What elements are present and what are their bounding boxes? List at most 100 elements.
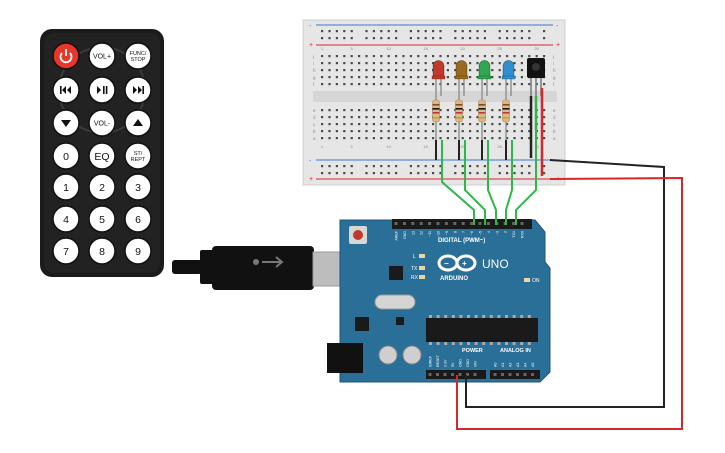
column-number: 20 bbox=[460, 46, 465, 51]
remote-button-face[interactable] bbox=[124, 237, 152, 265]
header-pin[interactable] bbox=[451, 373, 454, 376]
wire-signal-amber-led bbox=[464, 140, 486, 225]
row-letter: h bbox=[553, 68, 556, 73]
header-pin[interactable] bbox=[493, 373, 497, 376]
row-letter: a bbox=[553, 136, 556, 141]
remote-button-play-pause[interactable] bbox=[88, 76, 116, 104]
remote-button-vol-up[interactable]: VOL+ bbox=[88, 42, 116, 70]
column-number: 30 bbox=[534, 46, 539, 51]
remote-button-label: 4 bbox=[63, 214, 69, 226]
remote-button-eq[interactable]: EQ bbox=[88, 142, 116, 170]
remote-button-face[interactable] bbox=[52, 142, 80, 170]
remote-button-power[interactable] bbox=[52, 42, 80, 70]
rail-minus-label-top: - bbox=[309, 23, 312, 30]
remote-button-face[interactable] bbox=[88, 173, 116, 201]
remote-button-label: FUNC/ bbox=[130, 51, 147, 57]
header-pin[interactable] bbox=[470, 222, 474, 225]
header-pin[interactable] bbox=[466, 373, 469, 376]
remote-button-face[interactable] bbox=[52, 205, 80, 233]
header-pin[interactable] bbox=[428, 222, 432, 225]
remote-button-face[interactable] bbox=[52, 237, 80, 265]
row-letter: f bbox=[553, 82, 555, 87]
remote-button-three[interactable]: 3 bbox=[124, 173, 152, 201]
usb-metal-plug bbox=[312, 251, 342, 287]
usb-plug-housing bbox=[212, 246, 314, 290]
row-letter: c bbox=[553, 122, 556, 127]
header-pin[interactable] bbox=[458, 373, 462, 376]
remote-button-face[interactable] bbox=[88, 237, 116, 265]
skip-back-icon bbox=[60, 86, 71, 94]
header-pin[interactable] bbox=[478, 222, 482, 225]
remote-button-label: 1 bbox=[63, 182, 69, 194]
digital-pin-label: 7 bbox=[462, 231, 466, 233]
header-pin[interactable] bbox=[486, 222, 490, 225]
header-pin[interactable] bbox=[394, 222, 398, 225]
remote-button-face[interactable] bbox=[124, 142, 152, 170]
remote-button-face[interactable] bbox=[88, 109, 116, 137]
remote-button-one[interactable]: 1 bbox=[52, 173, 80, 201]
header-pin[interactable] bbox=[473, 373, 477, 376]
power-header bbox=[426, 370, 486, 379]
row-letter: d bbox=[313, 115, 316, 120]
remote-button-vol-down[interactable]: VOL- bbox=[88, 109, 116, 137]
remote-button-next[interactable] bbox=[124, 76, 152, 104]
led-blue bbox=[501, 60, 516, 92]
header-pin[interactable] bbox=[523, 373, 527, 376]
remote-button-prev[interactable] bbox=[52, 76, 80, 104]
remote-button-four[interactable]: 4 bbox=[52, 205, 80, 233]
resistor-1 bbox=[432, 88, 442, 160]
remote-button-label: EQ bbox=[94, 151, 109, 163]
remote-button-label: VOL- bbox=[94, 121, 111, 128]
header-pin[interactable] bbox=[520, 222, 524, 225]
header-pin[interactable] bbox=[411, 222, 415, 225]
remote-button-face[interactable] bbox=[88, 76, 116, 104]
remote-button-face[interactable] bbox=[124, 205, 152, 233]
remote-button-face[interactable] bbox=[88, 42, 116, 70]
remote-button-five[interactable]: 5 bbox=[88, 205, 116, 233]
header-pin[interactable] bbox=[402, 222, 406, 225]
logo-loop-right bbox=[455, 254, 477, 272]
remote-button-up[interactable] bbox=[124, 109, 152, 137]
header-pin[interactable] bbox=[461, 222, 465, 225]
header-pin[interactable] bbox=[512, 222, 516, 225]
reset-button-cap[interactable] bbox=[353, 230, 363, 240]
digital-pin-label: ~9 bbox=[445, 231, 449, 235]
remote-button-face[interactable] bbox=[124, 173, 152, 201]
header-pin[interactable] bbox=[501, 373, 504, 376]
digital-pin-label: ~3 bbox=[495, 231, 499, 235]
header-pin[interactable] bbox=[436, 373, 439, 376]
remote-button-zero[interactable]: 0 bbox=[52, 142, 80, 170]
header-pin[interactable] bbox=[419, 222, 423, 225]
header-pin[interactable] bbox=[453, 222, 457, 225]
remote-button-face[interactable] bbox=[88, 142, 116, 170]
remote-button-func-stop[interactable]: FUNC/STOP bbox=[124, 42, 152, 70]
rail-minus-label-top-right: - bbox=[556, 23, 559, 30]
remote-button-nine[interactable]: 9 bbox=[124, 237, 152, 265]
header-pin[interactable] bbox=[428, 373, 432, 376]
remote-button-eight[interactable]: 8 bbox=[88, 237, 116, 265]
remote-button-seven[interactable]: 7 bbox=[52, 237, 80, 265]
header-pin[interactable] bbox=[436, 222, 440, 225]
header-pin[interactable] bbox=[508, 373, 512, 376]
power-pin-label: RESET bbox=[436, 354, 440, 367]
remote-button-six[interactable]: 6 bbox=[124, 205, 152, 233]
header-pin[interactable] bbox=[444, 222, 448, 225]
remote-button-st-rept[interactable]: ST/REPT bbox=[124, 142, 152, 170]
row-letter: b bbox=[313, 129, 316, 134]
wire-signal-ir bbox=[515, 130, 537, 225]
remote-button-face[interactable] bbox=[88, 205, 116, 233]
leds bbox=[431, 60, 516, 92]
wire-ground bbox=[465, 159, 665, 408]
remote-button-face[interactable] bbox=[52, 173, 80, 201]
header-pin[interactable] bbox=[516, 373, 519, 376]
led-label-tx: TX bbox=[411, 266, 418, 272]
header-pin[interactable] bbox=[531, 373, 534, 376]
arduino-logo: − + ARDUINO bbox=[437, 254, 477, 282]
ir-receiver-lens bbox=[532, 63, 540, 71]
remote-button-face[interactable] bbox=[124, 42, 152, 70]
remote-button-two[interactable]: 2 bbox=[88, 173, 116, 201]
column-number: 15 bbox=[423, 46, 428, 51]
header-pin[interactable] bbox=[443, 373, 447, 376]
status-led-on bbox=[524, 278, 530, 282]
remote-button-down[interactable] bbox=[52, 109, 80, 137]
